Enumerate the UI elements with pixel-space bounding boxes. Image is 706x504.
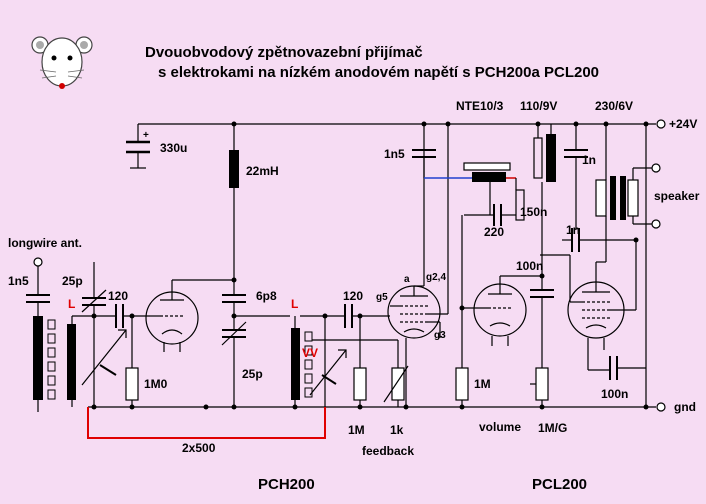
coil-vv <box>304 331 313 398</box>
label-l-left: L <box>68 297 75 311</box>
tube-pentode-pcl200 <box>540 216 637 371</box>
capacitor-120-right <box>300 304 390 328</box>
label-pin-g5: g5 <box>376 292 388 303</box>
label-110-9v: 110/9V <box>520 99 557 113</box>
title-line-1: Dvouobvodový zpětnovazební přijímač <box>145 44 423 61</box>
label-220: 220 <box>484 225 504 239</box>
resistor-220 <box>515 189 525 221</box>
capacitor-100n-bottom <box>609 124 647 407</box>
label-pch200: PCH200 <box>258 476 315 493</box>
tuning-cap-left <box>81 329 127 386</box>
label-25p-right: 25p <box>242 367 263 381</box>
label-antenna: longwire ant. <box>8 236 82 250</box>
label-gnd: gnd <box>674 400 696 414</box>
label-1n5-antenna: 1n5 <box>8 274 29 288</box>
transformer-230-6v <box>595 124 656 225</box>
resistor-1m-volume <box>455 308 469 407</box>
tube-triode-pch200 <box>145 279 234 352</box>
speaker-terminals <box>651 163 661 229</box>
capacitor-100n-top <box>530 276 554 368</box>
label-1n-mid: 1n <box>566 223 580 237</box>
coil-antenna <box>33 316 56 412</box>
label-100n-top: 100n <box>516 259 543 273</box>
capacitor-1n5-antenna <box>26 294 50 316</box>
label-330u: 330u <box>160 141 187 155</box>
coil-l-right <box>291 316 300 407</box>
capacitor-1n-top <box>564 124 588 230</box>
label-22mH: 22mH <box>246 164 279 178</box>
coil-l-left <box>67 315 94 407</box>
label-100n-bottom: 100n <box>601 387 628 401</box>
capacitor-330u: + <box>126 124 150 169</box>
pot-1m-g <box>530 367 549 407</box>
label-speaker: speaker <box>654 189 700 203</box>
choke-22mH <box>229 124 239 295</box>
capacitor-1n-mid <box>562 228 636 252</box>
label-1n-top: 1n <box>582 153 596 167</box>
label-1n5-top: 1n5 <box>384 147 405 161</box>
label-pin-g24: g2,4 <box>426 272 446 283</box>
resistor-1m0 <box>125 316 139 407</box>
antenna-terminal <box>33 257 43 295</box>
label-1k: 1k <box>390 423 404 437</box>
label-pin-a: a <box>404 274 410 285</box>
tuning-cap-right <box>309 316 347 407</box>
label-150n: 150n <box>520 205 547 219</box>
ground-rail <box>88 402 666 412</box>
capacitor-6p8 <box>222 294 290 317</box>
transformer-nte10-3 <box>424 162 517 215</box>
label-230-6v: 230/6V <box>595 99 633 113</box>
label-nte10-3: NTE10/3 <box>456 99 504 113</box>
capacitor-150n <box>464 204 516 226</box>
title-line-2: s elektrokami na nízkém anodovém napětí … <box>158 64 599 81</box>
label-l-right: L <box>291 297 298 311</box>
label-1m0: 1M0 <box>144 377 168 391</box>
label-2x500: 2x500 <box>182 441 216 455</box>
transformer-110-9v <box>533 124 556 182</box>
capacitor-120-left <box>94 304 150 328</box>
label-25p-left: 25p <box>62 274 83 288</box>
capacitor-1n5-top <box>412 149 436 178</box>
label-supply: +24V <box>669 117 697 131</box>
resistor-1m-grid <box>353 316 367 407</box>
label-1m-volume: 1M <box>474 377 491 391</box>
label-120-left: 120 <box>108 289 128 303</box>
label-1m-grid: 1M <box>348 423 365 437</box>
label-volume: volume <box>479 420 521 434</box>
feedback-pot-1k <box>312 339 409 407</box>
trimmer-25p-left <box>81 262 107 407</box>
mouse-logo <box>31 36 93 89</box>
label-feedback: feedback <box>362 444 414 458</box>
tube-heptode-pch200 <box>387 124 449 407</box>
tuning-cap-gang-link <box>87 407 326 439</box>
label-vv: VV <box>302 346 318 360</box>
tube-triode-pcl200 <box>461 182 543 346</box>
label-pcl200: PCL200 <box>532 476 587 493</box>
junction-dots <box>91 121 649 410</box>
label-120-right: 120 <box>343 289 363 303</box>
trimmer-25p-right <box>221 316 247 407</box>
svg-text:+: + <box>143 130 149 141</box>
supply-rail <box>138 119 666 129</box>
label-1m-g: 1M/G <box>538 421 567 435</box>
label-6p8: 6p8 <box>256 289 277 303</box>
label-pin-g3: g3 <box>434 330 446 341</box>
